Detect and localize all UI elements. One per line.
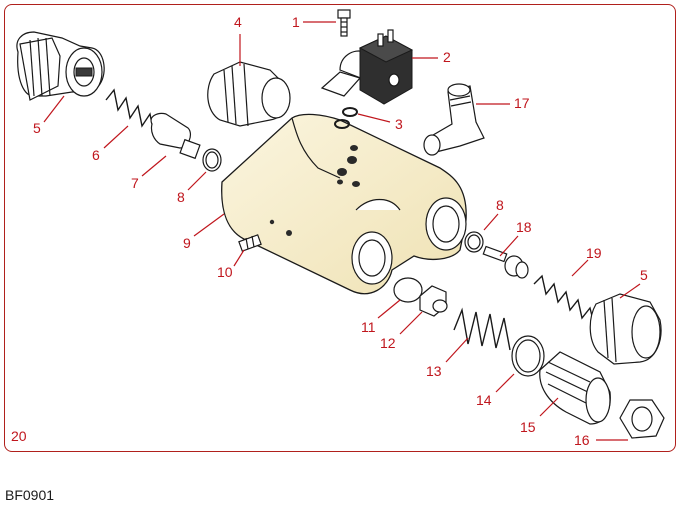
svg-text:5: 5 [640,267,648,283]
callout-18: 18 [499,219,532,257]
callout-5-left: 5 [33,95,65,136]
o-rings-3 [334,107,358,129]
disc-11 [393,277,423,303]
svg-text:1: 1 [292,14,300,30]
diagram-frame [4,4,676,452]
callout-3: 3 [357,113,403,132]
spring-19 [533,274,595,325]
callout-12: 12 [380,311,423,351]
screw-1 [337,9,351,37]
svg-text:16: 16 [574,432,590,448]
svg-text:8: 8 [177,189,185,205]
svg-text:4: 4 [234,14,242,30]
threaded-body-15 [539,351,611,425]
nut-12 [419,285,448,317]
svg-text:3: 3 [395,116,403,132]
svg-text:14: 14 [476,392,492,408]
piston-7 [150,112,201,160]
svg-text:6: 6 [92,147,100,163]
callout-15: 15 [520,397,559,435]
callout-4: 4 [234,14,242,66]
page-number: 20 [11,428,27,444]
svg-text:15: 15 [520,419,536,435]
callout-17: 17 [476,95,530,111]
callout-11: 11 [361,299,401,335]
callout-6: 6 [92,125,129,163]
svg-text:17: 17 [514,95,530,111]
svg-text:13: 13 [426,363,442,379]
fitting-5-right [589,293,662,365]
callout-5-right: 5 [619,267,648,299]
callout-2: 2 [412,49,451,65]
callout-8-left: 8 [177,171,207,205]
callout-13: 13 [426,337,469,379]
svg-text:9: 9 [183,235,191,251]
spring-13 [453,307,511,351]
fitting-4 [207,61,291,127]
callout-10: 10 [217,249,245,280]
callout-7: 7 [131,155,167,191]
callout-19: 19 [571,245,602,277]
callout-9: 9 [183,213,225,251]
svg-text:7: 7 [131,175,139,191]
solenoid-2 [320,29,414,105]
svg-text:11: 11 [361,319,376,335]
callout-14: 14 [476,373,515,408]
callout-16: 16 [574,432,628,448]
o-ring-8-left [202,148,222,172]
o-ring-8-right [464,231,484,253]
callout-8-right: 8 [483,197,504,231]
svg-text:18: 18 [516,219,532,235]
svg-text:19: 19 [586,245,602,261]
svg-text:12: 12 [380,335,396,351]
callout-1: 1 [292,14,336,30]
document-code: BF0901 [5,487,55,503]
pin-18 [482,245,529,279]
svg-text:5: 5 [33,120,41,136]
elbow-fitting-17 [423,83,485,156]
svg-text:8: 8 [496,197,504,213]
nut-16 [619,399,665,439]
o-ring-14 [511,335,545,377]
valve-body-9 [221,113,467,295]
set-screw-10 [238,234,262,252]
svg-text:2: 2 [443,49,451,65]
fitting-5-left [16,31,105,101]
svg-text:10: 10 [217,264,233,280]
